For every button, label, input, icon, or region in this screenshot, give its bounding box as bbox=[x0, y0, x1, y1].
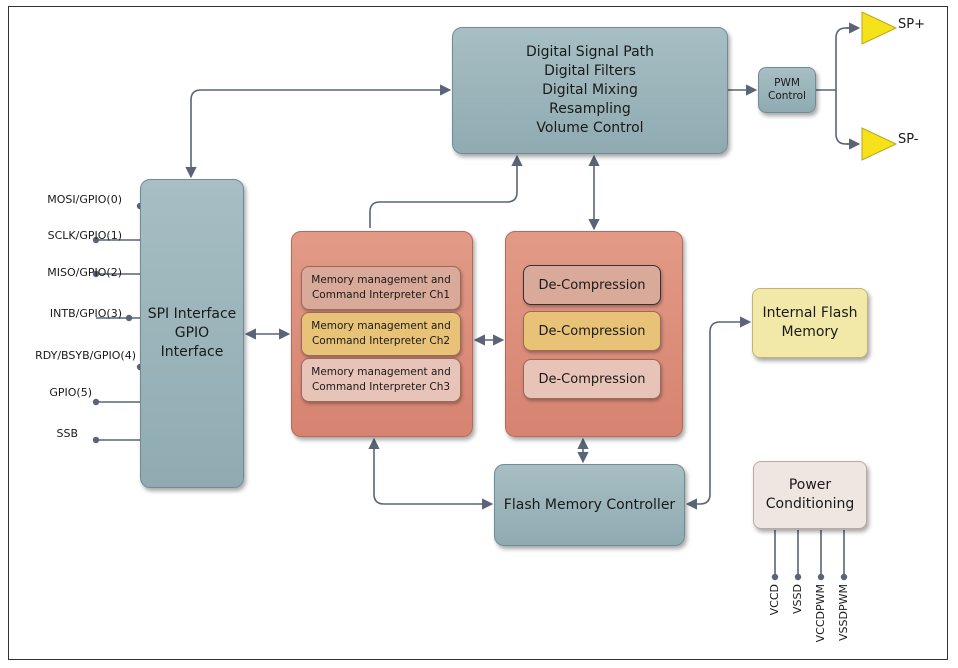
speaker-minus-icon bbox=[861, 127, 898, 161]
dsp-line: Digital Filters bbox=[544, 63, 636, 79]
spi-line: GPIO bbox=[174, 325, 210, 341]
flash-line: Memory bbox=[781, 324, 839, 340]
dsp-line: Digital Mixing bbox=[542, 82, 638, 98]
wire-pwm-speakers bbox=[816, 27, 858, 145]
channel-text: Command Interpreter Ch3 bbox=[311, 381, 451, 393]
channel-text: Memory management and bbox=[311, 366, 451, 378]
wire-fmc-flash bbox=[685, 316, 752, 510]
channel-text: Command Interpreter Ch2 bbox=[311, 335, 451, 347]
pin-label: RDY/BSYB/GPIO(4) bbox=[35, 349, 136, 362]
power-pin-label: VSSD bbox=[791, 584, 804, 614]
memory-channel-1: Memory management and Command Interprete… bbox=[301, 266, 461, 310]
spi-line: SPI Interface bbox=[147, 306, 237, 322]
digital-signal-path-block: Digital Signal Path Digital Filters Digi… bbox=[452, 27, 728, 154]
pin-label: MISO/GPIO(2) bbox=[47, 266, 122, 279]
power-pin-label: VCCDPWM bbox=[814, 584, 827, 643]
speaker-plus-icon bbox=[861, 11, 898, 45]
diagram-frame bbox=[8, 6, 948, 660]
pwm-line: PWM bbox=[774, 77, 800, 89]
decompression-block-3: De-Compression bbox=[523, 359, 661, 399]
spi-line: Interface bbox=[160, 344, 224, 360]
power-line: Power bbox=[788, 477, 832, 493]
wire-spi-dsp bbox=[185, 84, 452, 179]
dsp-line: Volume Control bbox=[536, 120, 644, 136]
pwm-line: Control bbox=[768, 90, 806, 102]
flash-memory-controller-block: Flash Memory Controller bbox=[494, 464, 685, 546]
internal-flash-memory-block: Internal Flash Memory bbox=[752, 288, 868, 358]
decompression-block-1: De-Compression bbox=[523, 265, 661, 305]
memory-channel-3: Memory management and Command Interprete… bbox=[301, 358, 461, 402]
channel-text: Command Interpreter Ch1 bbox=[311, 289, 451, 301]
flash-line: Internal Flash bbox=[762, 305, 858, 321]
memory-channel-2: Memory management and Command Interprete… bbox=[301, 312, 461, 356]
power-line: Conditioning bbox=[765, 496, 855, 512]
speaker-plus-label: SP+ bbox=[898, 17, 925, 32]
channel-text: Memory management and bbox=[311, 274, 451, 286]
pin-label: GPIO(5) bbox=[49, 386, 92, 399]
speaker-minus-label: SP- bbox=[898, 132, 919, 147]
pin-label: MOSI/GPIO(0) bbox=[47, 193, 122, 206]
decompression-block-2: De-Compression bbox=[523, 311, 661, 351]
pwm-control-block: PWM Control bbox=[758, 67, 816, 113]
pin-label: INTB/GPIO(3) bbox=[49, 307, 122, 320]
power-pin-label: VSSDPWM bbox=[837, 584, 850, 641]
wire-mem-dsp bbox=[369, 154, 523, 228]
channel-text: Memory management and bbox=[311, 320, 451, 332]
power-conditioning-block: Power Conditioning bbox=[753, 461, 867, 529]
spi-interface-block: SPI Interface GPIO Interface bbox=[140, 179, 244, 488]
pin-label: SCLK/GPIO(1) bbox=[47, 229, 122, 242]
power-pin-label: VCCD bbox=[768, 584, 781, 616]
wire-mem-fmc bbox=[368, 437, 494, 510]
dsp-line: Digital Signal Path bbox=[525, 44, 655, 60]
dsp-line: Resampling bbox=[549, 101, 631, 117]
pin-label: SSB bbox=[56, 427, 78, 440]
